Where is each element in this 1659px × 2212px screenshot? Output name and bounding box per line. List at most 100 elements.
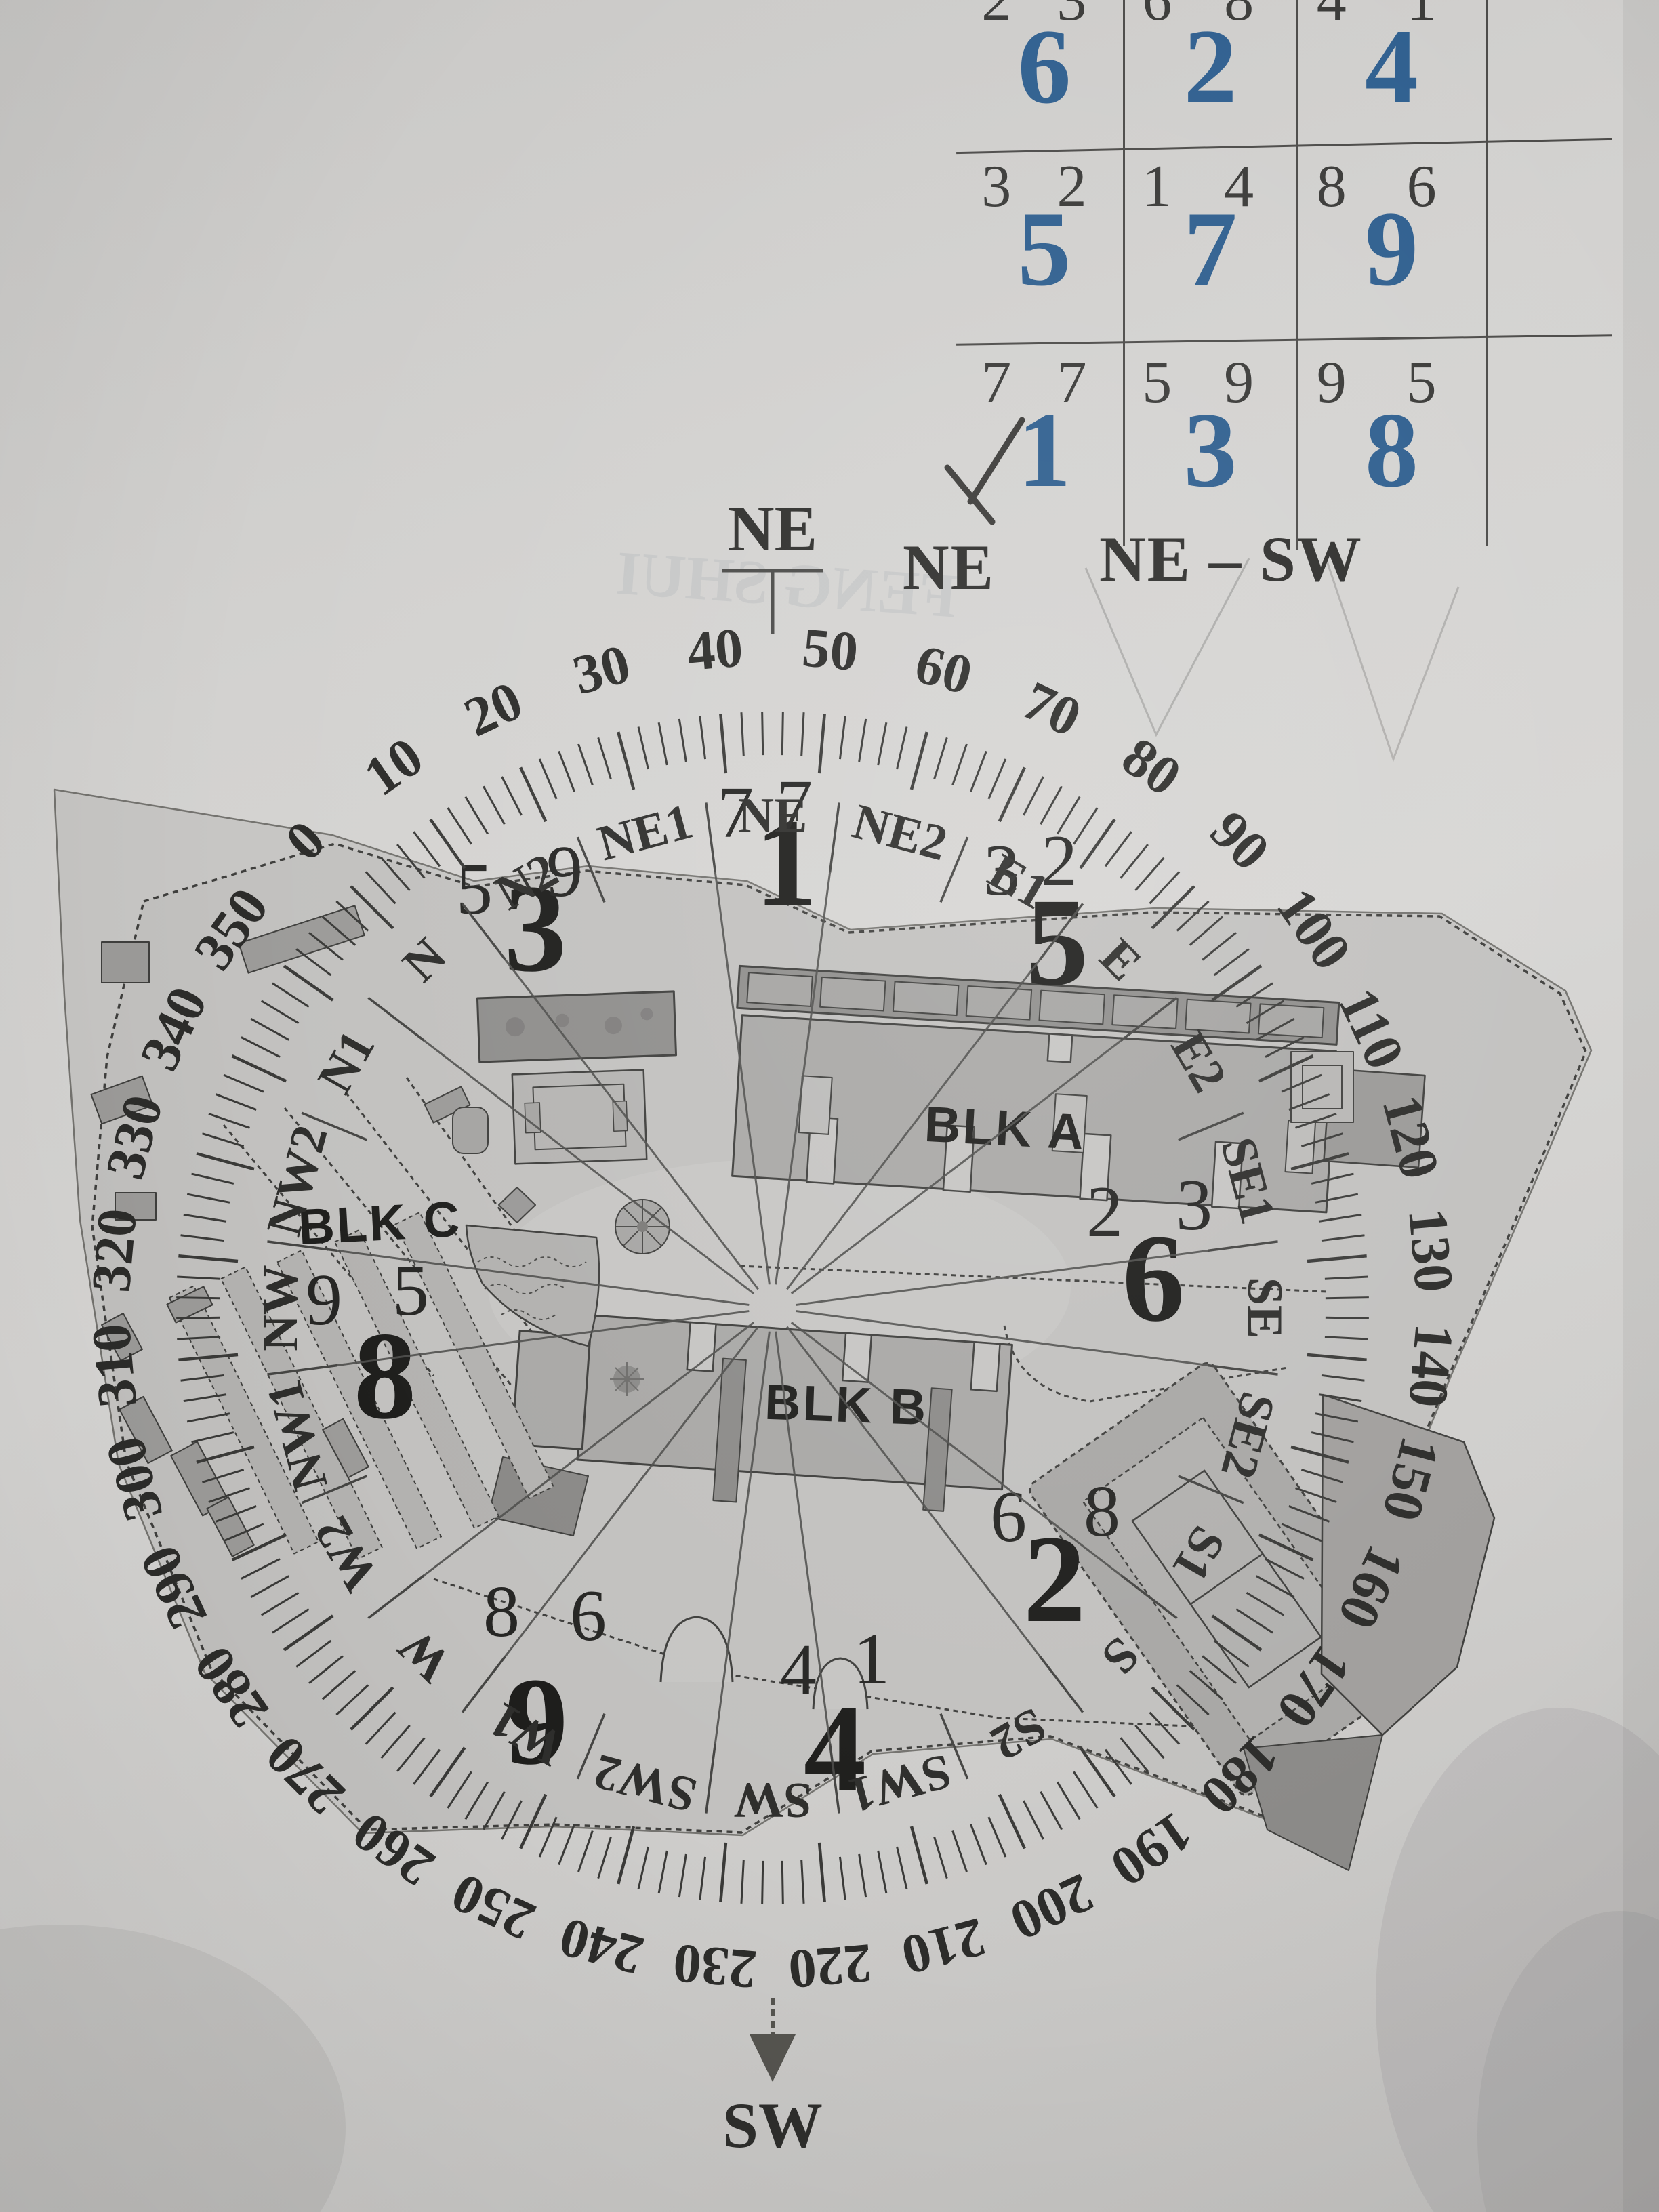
minor-tick [1281, 1523, 1322, 1542]
major-tick [1290, 1445, 1349, 1464]
minor-tick [678, 718, 687, 762]
major-tick [909, 1826, 928, 1885]
minor-tick [208, 1487, 250, 1503]
minor-tick [1235, 1608, 1273, 1634]
minor-tick [838, 1856, 846, 1900]
mountain-boundary-tick [301, 1475, 367, 1504]
facility-bar [476, 990, 678, 1063]
base-star: 1 [966, 389, 1123, 512]
minor-tick [970, 1824, 987, 1866]
minor-tick [858, 718, 867, 762]
chart-cell: 147 [1125, 146, 1296, 339]
minor-tick [1318, 1393, 1362, 1403]
minor-tick [577, 743, 594, 785]
mountain-boundary-tick [301, 1111, 367, 1141]
minor-tick [1213, 1639, 1250, 1668]
mountain-label-NE: NE [738, 788, 808, 844]
minor-tick [1246, 1591, 1285, 1616]
star-number-5: 5 [1026, 873, 1089, 1012]
major-tick [429, 1746, 466, 1798]
minor-tick [241, 1036, 281, 1058]
minor-tick [413, 1748, 441, 1785]
minor-tick [781, 1860, 784, 1904]
minor-tick [202, 1469, 245, 1483]
mountain-boundary-tick [1039, 903, 1084, 960]
sitting-star: 5 [1142, 348, 1172, 417]
facing-direction-label: NE [903, 530, 995, 605]
star-number-6: 6 [1122, 1209, 1185, 1348]
minor-tick [597, 1836, 612, 1879]
minor-tick [657, 722, 668, 766]
mountain-label-SW: SW [733, 1772, 811, 1828]
major-tick [1290, 1152, 1349, 1171]
minor-tick [597, 737, 612, 780]
minor-tick [186, 1412, 230, 1423]
minor-tick [1056, 796, 1081, 835]
degree-label-230: 230 [671, 1932, 759, 2001]
minor-tick [951, 743, 968, 785]
minor-tick [483, 785, 506, 825]
minor-tick [308, 1655, 344, 1684]
minor-tick [1295, 1113, 1337, 1129]
minor-tick [1120, 844, 1149, 879]
minor-tick [1324, 1336, 1368, 1340]
ne-pointer-label: NE [728, 493, 817, 565]
base-star: 8 [1298, 389, 1486, 512]
corner-shade [0, 1925, 346, 2212]
minor-tick [637, 726, 649, 770]
major-tick [719, 1842, 728, 1902]
chart-row: 325147869 [966, 146, 1616, 339]
minor-tick [215, 1093, 257, 1111]
facility-hut [452, 1107, 489, 1154]
sitting-star: 7 [981, 348, 1011, 417]
facing-star: 7 [1057, 348, 1087, 417]
sector-line [337, 1249, 750, 1306]
minor-tick [295, 1639, 332, 1668]
chart-cell: 869 [1298, 146, 1486, 339]
chart-gridline [1486, 0, 1488, 546]
major-tick [231, 1533, 287, 1561]
chart-gridline [1123, 0, 1125, 546]
facing-needle-icon [944, 417, 1025, 525]
major-tick [1258, 1054, 1314, 1083]
minor-tick [335, 1684, 369, 1716]
mountain-boundary-tick [461, 1656, 506, 1713]
mountain-boundary-tick [1208, 1240, 1278, 1252]
minor-tick [1315, 1412, 1359, 1423]
major-tick [817, 714, 826, 774]
minor-tick [396, 1737, 426, 1772]
minor-tick [637, 1846, 649, 1889]
facing-star: 5 [1407, 348, 1437, 417]
base-star: 5 [966, 188, 1123, 311]
minor-tick [223, 1073, 264, 1093]
minor-tick [1288, 1505, 1330, 1523]
minor-tick [260, 1000, 300, 1025]
minor-tick [223, 1523, 264, 1542]
minor-tick [295, 948, 332, 977]
minor-tick [1235, 982, 1273, 1008]
minor-tick [1104, 1748, 1132, 1785]
east-terrace [1320, 1393, 1496, 1736]
minor-tick [657, 1850, 668, 1894]
mountain-boundary-tick [461, 903, 506, 960]
minor-tick [1056, 1781, 1081, 1820]
showthrough-line [1084, 558, 1250, 737]
sector-line [796, 1249, 1208, 1306]
major-tick [719, 714, 728, 774]
south-wedge [1243, 1734, 1383, 1871]
minor-tick [1318, 1213, 1362, 1223]
minor-tick [951, 1830, 968, 1872]
sector-line [786, 1326, 1041, 1658]
degree-label-40: 40 [684, 616, 745, 682]
minor-tick [250, 1018, 290, 1041]
base-star: 6 [966, 5, 1123, 129]
chart-cell: 958 [1298, 339, 1486, 550]
facing-star: 9 [1224, 348, 1254, 417]
minor-tick [272, 982, 310, 1008]
star-pair-number: 6 [570, 1576, 607, 1656]
sitting-star: 6 [1142, 0, 1172, 35]
minor-tick [1149, 871, 1181, 905]
major-tick [617, 1826, 636, 1885]
minor-tick [1300, 1469, 1343, 1483]
minor-tick [365, 1711, 396, 1745]
